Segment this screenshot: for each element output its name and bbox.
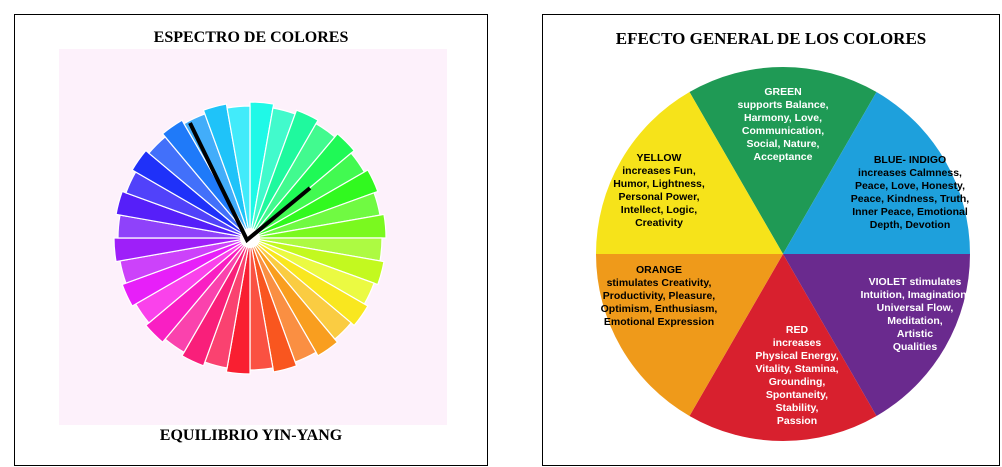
- color-spectrum-wheel: [15, 15, 489, 467]
- spectrum-caption: EQUILIBRIO YIN-YANG: [15, 427, 487, 445]
- spectrum-panel: ESPECTRO DE COLORES EQUILIBRIO YIN-YANG: [14, 14, 488, 466]
